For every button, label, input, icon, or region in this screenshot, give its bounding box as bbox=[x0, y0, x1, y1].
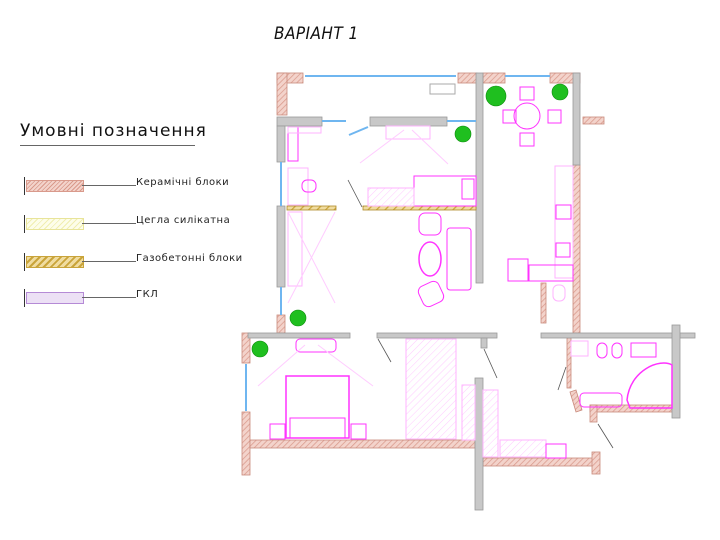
plant-icon bbox=[289, 309, 307, 327]
legend-label: Цегла силікатна bbox=[136, 215, 231, 226]
furniture bbox=[257, 83, 673, 459]
windows bbox=[245, 75, 550, 411]
legend-item-aerated-concrete: Газобетонні блоки bbox=[18, 253, 242, 271]
legend-underline bbox=[20, 145, 195, 146]
legend-item-drywall: ГКЛ bbox=[18, 289, 218, 307]
swatch-aerated bbox=[26, 256, 84, 268]
leader-line bbox=[82, 223, 136, 224]
drawing-title: ВАРІАНТ 1 bbox=[274, 24, 359, 44]
aerated-partitions bbox=[286, 205, 477, 211]
swatch-silicate bbox=[26, 218, 84, 230]
legend-item-ceramic: Керамічні блоки bbox=[18, 177, 229, 195]
legend-label: Керамічні блоки bbox=[136, 177, 230, 188]
legend-tick bbox=[24, 253, 25, 271]
leader-line bbox=[82, 261, 136, 262]
leader-line bbox=[82, 297, 136, 298]
legend-item-silicate-brick: Цегла силікатна bbox=[18, 215, 230, 233]
plants bbox=[251, 83, 569, 358]
legend-heading: Умовні позначення bbox=[20, 121, 207, 141]
legend-tick bbox=[24, 215, 25, 233]
plant-icon bbox=[251, 340, 269, 358]
legend-label: ГКЛ bbox=[136, 289, 159, 300]
legend-tick bbox=[24, 177, 25, 195]
plant-icon bbox=[485, 85, 507, 107]
door-lines bbox=[347, 179, 614, 449]
plant-icon bbox=[454, 125, 472, 143]
leader-line bbox=[82, 185, 136, 186]
legend-label: Газобетонні блоки bbox=[136, 253, 243, 264]
swatch-drywall bbox=[26, 292, 84, 304]
legend-tick bbox=[24, 289, 25, 307]
swatch-ceramic bbox=[26, 180, 84, 192]
plant-icon bbox=[551, 83, 569, 101]
